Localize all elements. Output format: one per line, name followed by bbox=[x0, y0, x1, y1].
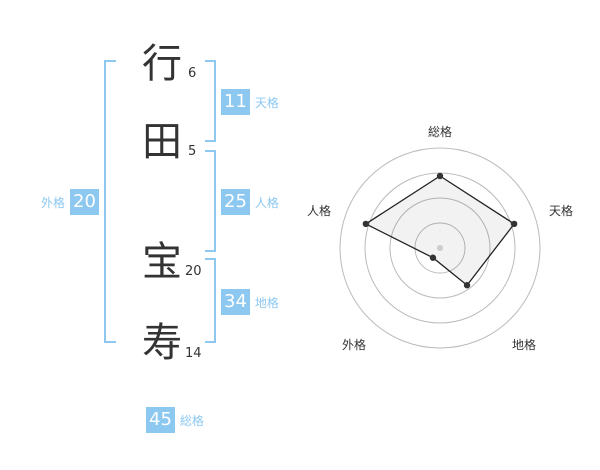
gaikaku-value: 20 bbox=[70, 189, 99, 215]
radar-area bbox=[364, 175, 516, 287]
stroke-count-1: 6 bbox=[188, 66, 197, 81]
radar-point bbox=[463, 282, 471, 289]
kanji-2: 田 bbox=[142, 119, 182, 165]
radar-point bbox=[510, 220, 518, 228]
chikaku-bracket bbox=[205, 258, 216, 343]
radar-point bbox=[429, 254, 437, 261]
radar-ring bbox=[339, 147, 541, 349]
stroke-count-4: 14 bbox=[185, 346, 202, 361]
gaikaku-bracket bbox=[104, 60, 116, 343]
radar-axis-label-gaikaku: 外格 bbox=[342, 338, 367, 352]
soukaku-label: 総格 bbox=[179, 413, 204, 428]
tenkaku-bracket bbox=[205, 60, 216, 142]
tenkaku-label: 天格 bbox=[254, 95, 279, 110]
stroke-count-2: 5 bbox=[188, 144, 197, 159]
chikaku-label: 地格 bbox=[254, 295, 279, 310]
radar-axis-label-chikaku: 地格 bbox=[512, 338, 537, 352]
soukaku-badge: 45 総格 bbox=[146, 407, 204, 433]
radar-point bbox=[436, 172, 444, 180]
soukaku-value: 45 bbox=[146, 407, 175, 433]
chikaku-badge: 34 地格 bbox=[221, 289, 279, 315]
kanji-1: 行 bbox=[142, 41, 182, 87]
stroke-count-3: 20 bbox=[185, 264, 202, 279]
radar-axis-label-soukaku: 総格 bbox=[428, 125, 453, 139]
radar-ring bbox=[389, 197, 491, 299]
tenkaku-value: 11 bbox=[221, 89, 250, 115]
gaikaku-label: 外格 bbox=[41, 195, 66, 210]
radar-center bbox=[437, 245, 443, 251]
tenkaku-badge: 11 天格 bbox=[221, 89, 279, 115]
jinkaku-bracket bbox=[205, 150, 216, 252]
kanji-3: 宝 bbox=[142, 239, 182, 285]
jinkaku-value: 25 bbox=[221, 189, 250, 215]
chikaku-value: 34 bbox=[221, 289, 250, 315]
radar-point bbox=[362, 220, 370, 228]
radar-axis-label-jinkaku: 人格 bbox=[307, 204, 332, 218]
radar-axis-label-tenkaku: 天格 bbox=[549, 204, 574, 218]
jinkaku-badge: 25 人格 bbox=[221, 189, 279, 215]
gaikaku-badge: 外格 20 bbox=[41, 189, 99, 215]
jinkaku-label: 人格 bbox=[254, 195, 279, 210]
kanji-4: 寿 bbox=[142, 320, 182, 366]
